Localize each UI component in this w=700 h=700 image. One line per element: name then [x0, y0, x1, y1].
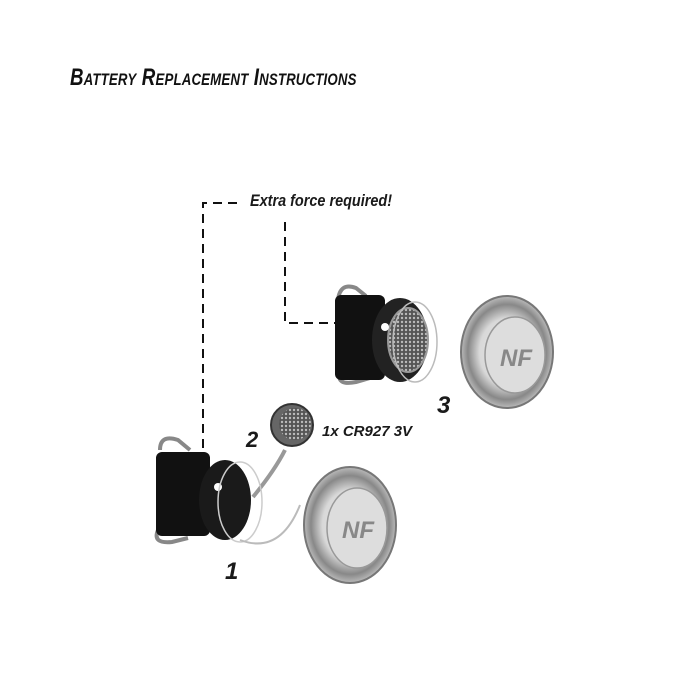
flashlight-unit-step1 — [154, 436, 301, 545]
flashlight-unit-step3 — [335, 284, 438, 385]
swap-arrow-icon — [251, 449, 287, 499]
battery-label: 1x CR927 3V — [322, 423, 414, 440]
callout-leader-lines — [202, 202, 338, 463]
page-title: Battery Replacement Instructions — [70, 64, 357, 91]
cap-logo: NF — [500, 345, 533, 372]
callout-text: Extra force required! — [250, 192, 392, 210]
cap-step3: NF — [460, 295, 554, 409]
step-1-label: 1 — [225, 558, 238, 585]
step-2-label: 2 — [245, 427, 259, 452]
cap-logo: NF — [342, 517, 375, 544]
step-3-label: 3 — [437, 392, 451, 419]
coin-battery — [270, 403, 314, 447]
cap-step1: NF — [303, 466, 397, 584]
